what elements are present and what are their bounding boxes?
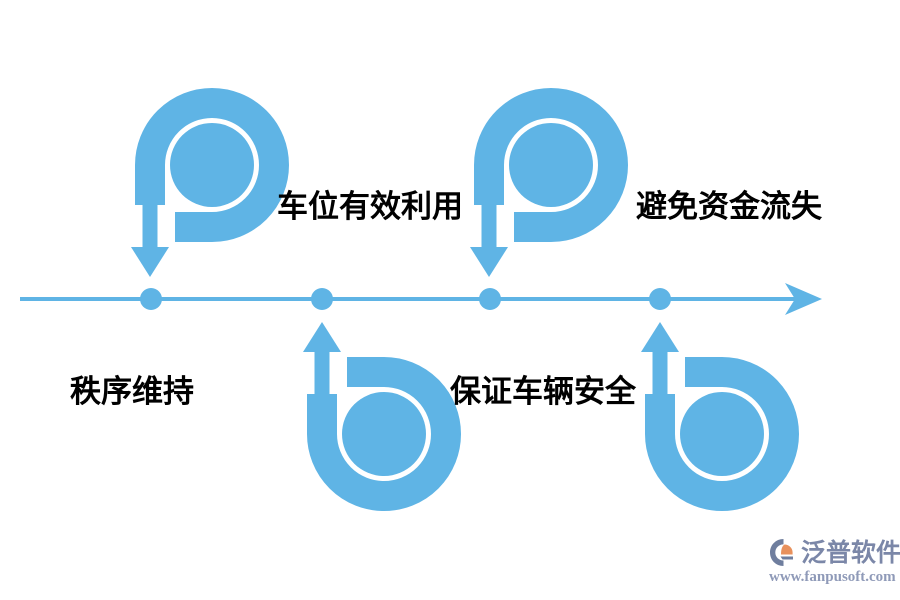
arrowhead-up-2 [303, 322, 341, 352]
callout-b-bottom-right [641, 322, 799, 511]
fanpu-logo-icon [770, 539, 793, 566]
watermark-brand-row: 泛普软件 [768, 535, 900, 569]
watermark-logo: 泛普软件 www.fanpusoft.com [768, 535, 900, 593]
loop-core-2 [342, 392, 426, 476]
loop-ring-2 [307, 357, 461, 511]
loop-ring-4 [645, 357, 799, 511]
node-label-order-maintenance: 秩序维持 [70, 374, 194, 410]
callout-b-bottom-left [303, 322, 461, 511]
watermark-url: www.fanpusoft.com [769, 569, 896, 585]
loop-ring-1 [135, 88, 289, 242]
timeline-node-marker-4[interactable] [649, 288, 671, 310]
axis-arrowhead-icon [785, 283, 822, 315]
node-label-vehicle-safety: 保证车辆安全 [450, 374, 636, 410]
timeline-node-marker-2[interactable] [311, 288, 333, 310]
callout-p-top-right [470, 88, 628, 277]
node-label-avoid-fund-loss: 避免资金流失 [636, 189, 822, 225]
arrowhead-down-3 [470, 247, 508, 277]
loop-core-1 [170, 123, 254, 207]
arrowhead-up-4 [641, 322, 679, 352]
loop-core-4 [680, 392, 764, 476]
callout-p-top-left [131, 88, 289, 277]
loop-core-3 [509, 123, 593, 207]
timeline-node-marker-3[interactable] [479, 288, 501, 310]
node-label-parking-utilization: 车位有效利用 [277, 189, 463, 225]
arrowhead-down-1 [131, 247, 169, 277]
timeline-node-marker-1[interactable] [140, 288, 162, 310]
loop-ring-3 [474, 88, 628, 242]
watermark-brand-name: 泛普软件 [801, 537, 900, 567]
